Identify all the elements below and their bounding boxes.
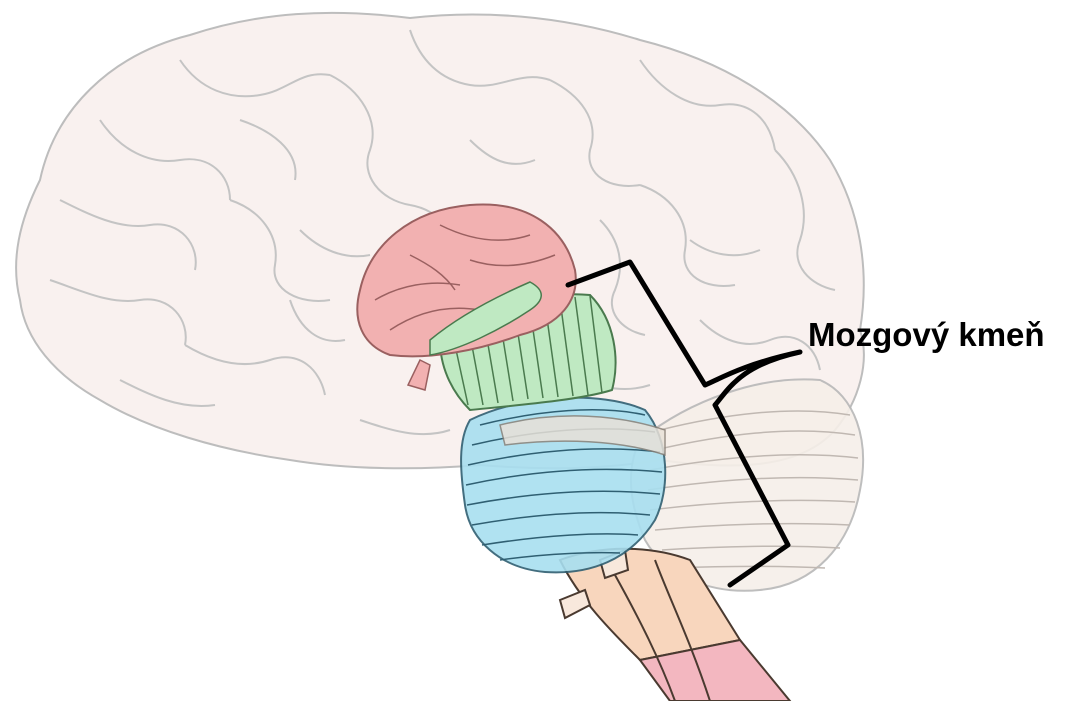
brainstem-label: Mozgový kmeň	[808, 318, 1045, 351]
medulla	[461, 398, 665, 573]
nerve-root	[560, 590, 590, 618]
